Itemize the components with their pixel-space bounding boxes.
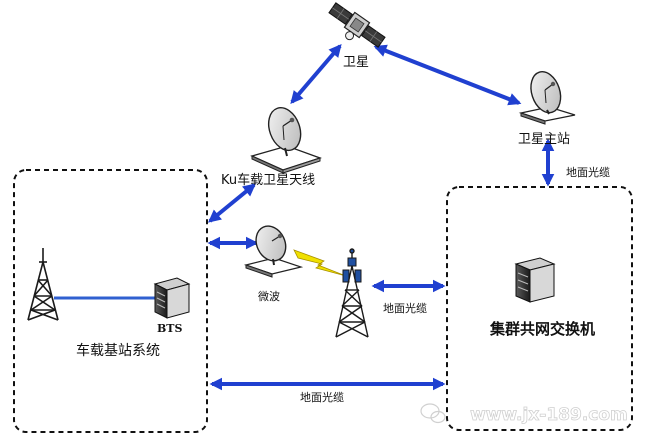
cell-tower-icon bbox=[335, 248, 369, 338]
arrow-vehicle-antenna bbox=[208, 183, 256, 223]
watermark-text: www.jx-189.com bbox=[470, 405, 628, 425]
label-ku-antenna: Ku车载卫星天线 bbox=[221, 172, 315, 188]
label-satellite-main-station: 卫星主站 bbox=[518, 132, 570, 147]
arrow-satellite-main-station bbox=[373, 44, 522, 106]
label-ground-cable-right: 地面光缆 bbox=[566, 165, 610, 179]
satellite-icon bbox=[328, 2, 386, 48]
watermark: www.jx-189.com bbox=[420, 403, 628, 425]
label-satellite: 卫星 bbox=[343, 55, 369, 70]
label-bts: BTS bbox=[157, 322, 182, 335]
server-icon bbox=[514, 257, 556, 303]
label-cluster-switch: 集群共网交换机 bbox=[489, 320, 595, 338]
vehicle-base-station-box bbox=[13, 169, 208, 433]
label-microwave: 微波 bbox=[258, 289, 280, 303]
arrow-antenna-satellite bbox=[290, 44, 342, 104]
cell-tower-icon bbox=[27, 248, 59, 321]
links bbox=[54, 44, 555, 391]
satellite-dish-icon bbox=[518, 71, 576, 125]
cluster-switch-box bbox=[446, 186, 633, 431]
satellite-dish-icon bbox=[243, 225, 304, 278]
label-ground-cable-bottom: 地面光缆 bbox=[300, 390, 344, 404]
label-vehicle-base-station-system: 车载基站系统 bbox=[76, 342, 160, 359]
label-ground-cable-middle: 地面光缆 bbox=[383, 301, 427, 315]
satellite-dish-icon bbox=[250, 107, 322, 174]
wechat-icon bbox=[420, 403, 446, 424]
server-icon bbox=[153, 277, 191, 319]
lightning-bolt-icon bbox=[293, 249, 347, 277]
